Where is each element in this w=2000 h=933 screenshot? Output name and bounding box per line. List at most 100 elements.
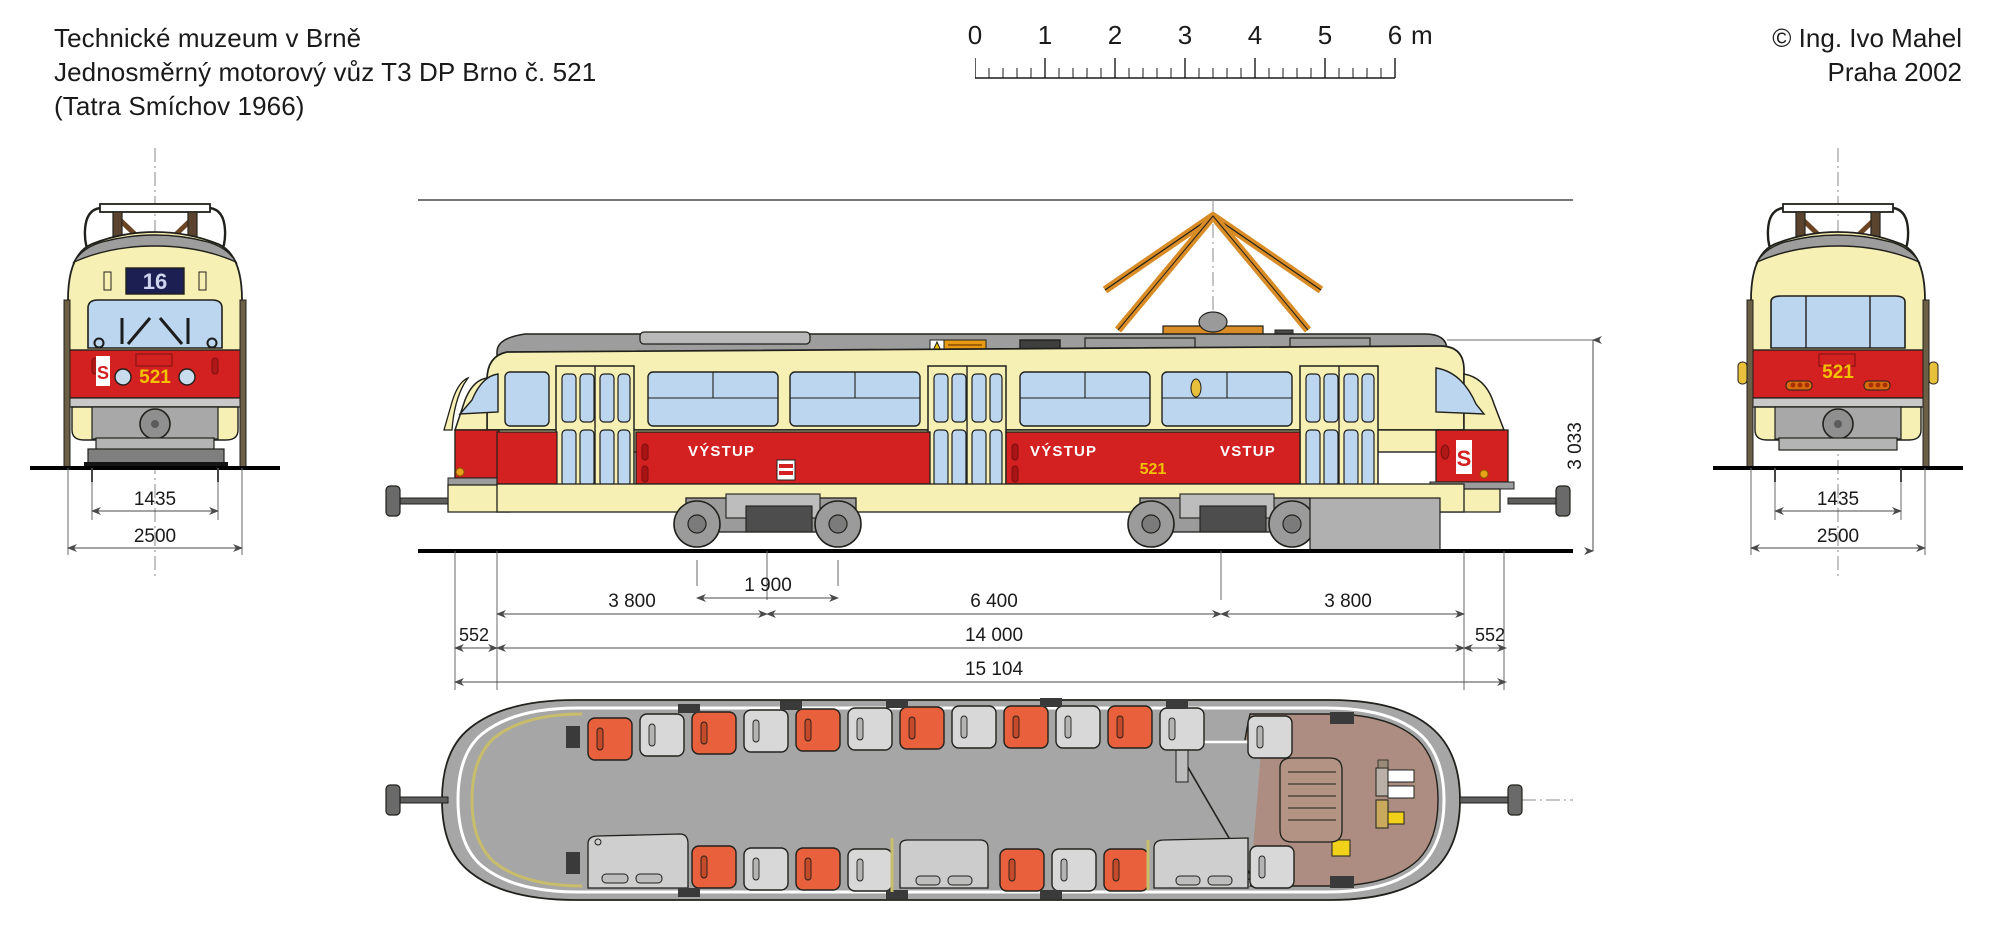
plan-coupler-rear-icon: [1459, 784, 1523, 816]
cab-window-right: [1435, 367, 1486, 415]
credit-author: © Ing. Ivo Mahel: [1772, 23, 1962, 53]
front-width-label: 2500: [134, 526, 176, 547]
plan-front-door-rail: [470, 712, 583, 888]
headlight-left: [114, 368, 132, 386]
plan-seat: [795, 847, 841, 891]
plan-driver-seat: [1279, 757, 1343, 843]
scale-tick-label-2: 2: [1107, 20, 1123, 50]
front-dimension-gauge: 1435: [91, 468, 219, 520]
plan-seat: [847, 707, 893, 751]
plan-seat: [999, 848, 1045, 892]
plan-seat: [691, 845, 737, 889]
plan-seat: [743, 847, 789, 891]
side-dimension-stack: 1 900 3 800 6 400 3 800 552 14 000 552 1…: [454, 551, 1507, 690]
dim-body-length: 14 000: [965, 625, 1023, 646]
plan-seat: [1055, 705, 1101, 749]
bogie-front: [673, 493, 862, 548]
operator-logo-text: S: [97, 363, 109, 383]
front-fleet-number: 521: [139, 367, 171, 388]
plan-bench-front: [587, 833, 689, 889]
dim-bogie-to-rear: 3 800: [1324, 591, 1372, 612]
operator-logo-plate-side: [1456, 440, 1472, 474]
scale-bar-ruler: [975, 58, 1396, 79]
cab-control-yellow-1: [1387, 811, 1405, 825]
door-rear[interactable]: [1299, 365, 1379, 492]
door-label-entry: VSTUP: [1220, 443, 1276, 460]
title-line-museum: Technické muzeum v Brně: [54, 23, 362, 53]
rear-view: 521: [1713, 148, 1963, 580]
scale-bar-labels: 0 1 2 3 4 5 6 m: [968, 20, 1435, 54]
side-dimension-height: 3 033: [1447, 336, 1602, 555]
city-crest-icon: [776, 459, 796, 481]
plan-seat: [691, 711, 737, 755]
plan-seat: [639, 713, 685, 757]
scale-tick-label-5: 5: [1317, 20, 1333, 50]
headlight-right: [178, 368, 196, 386]
dim-bogie-centres: 6 400: [970, 591, 1018, 612]
door-front[interactable]: [555, 365, 635, 492]
plan-seat: [1249, 845, 1295, 889]
plan-seat: [795, 708, 841, 752]
scale-tick-label-6: 6: [1387, 20, 1403, 50]
tail-light-left: [1785, 380, 1813, 391]
plan-seat: [1003, 705, 1049, 749]
rear-dimension-width: 2500: [1750, 468, 1926, 555]
side-height-label: 3 033: [1565, 422, 1586, 470]
side-window-band: [504, 365, 1379, 492]
plan-coupler-front-icon: [385, 784, 449, 816]
scale-bar: 0 1 2 3 4 5 6 m: [968, 20, 1435, 86]
operator-logo-plate: [96, 356, 110, 386]
plan-seat: [1159, 707, 1205, 751]
scale-tick-label-0: 0: [967, 20, 983, 50]
side-fleet-number: 521: [1140, 461, 1167, 478]
rear-window: [1770, 295, 1906, 349]
plan-seat: [743, 709, 789, 753]
coupler-rear-icon: [1507, 485, 1571, 517]
plan-view: [385, 698, 1573, 901]
front-gauge-label: 1435: [134, 489, 176, 510]
front-dimension-width: 2500: [67, 468, 243, 555]
plan-handrails: [890, 838, 1150, 892]
dim-overhang-front: 552: [459, 625, 489, 645]
door-middle[interactable]: [927, 365, 1007, 492]
plan-bench-rear: [1153, 837, 1249, 889]
front-body: 16 S 521: [63, 231, 247, 469]
plan-seat: [1103, 848, 1149, 892]
wiper-icon: [120, 317, 190, 345]
side-red-band-rear: [1005, 431, 1301, 485]
windscreen: [87, 299, 223, 349]
operator-logo-text-side: S: [1457, 446, 1472, 471]
plan-seat: [1107, 705, 1153, 749]
door-label-exit-front: VÝSTUP: [688, 442, 755, 460]
scale-tick-label-3: 3: [1177, 20, 1193, 50]
title-line-builder: (Tatra Smíchov 1966): [54, 90, 305, 121]
dim-front-to-bogie: 3 800: [608, 591, 656, 612]
plan-seat: [1247, 715, 1293, 759]
route-number-box: [125, 267, 185, 295]
title-line-vehicle: Jednosměrný motorový vůz T3 DP Brno č. 5…: [54, 56, 597, 87]
scale-tick-label-4: 4: [1247, 20, 1263, 50]
plan-seat-row-top: [587, 705, 1293, 761]
rear-dimension-gauge: 1435: [1774, 468, 1902, 520]
roof-hatch-front: [639, 331, 811, 345]
plan-seat: [1051, 848, 1097, 892]
dim-overall-length: 15 104: [965, 659, 1024, 680]
plan-door-markers: [566, 698, 1354, 899]
dim-bogie-wheelbase: 1 900: [744, 575, 792, 596]
coupler-front-icon: [385, 485, 449, 517]
scale-unit-label: m: [1411, 20, 1433, 50]
bogie-rear: [1127, 493, 1316, 548]
plan-seat: [847, 848, 893, 892]
credit-place-year: Praha 2002: [1827, 56, 1962, 87]
plan-bench: [899, 839, 989, 889]
rear-window-left: [458, 373, 499, 415]
rear-width-label: 2500: [1817, 526, 1859, 547]
door-label-exit-rear: VÝSTUP: [1030, 442, 1097, 460]
rear-fleet-number: 521: [1822, 362, 1854, 383]
route-number-text: 16: [143, 269, 167, 294]
plan-seat: [951, 705, 997, 749]
title-block: Technické muzeum v Brně Jednosměrný moto…: [54, 22, 596, 123]
rear-body: 521: [1737, 231, 1939, 469]
